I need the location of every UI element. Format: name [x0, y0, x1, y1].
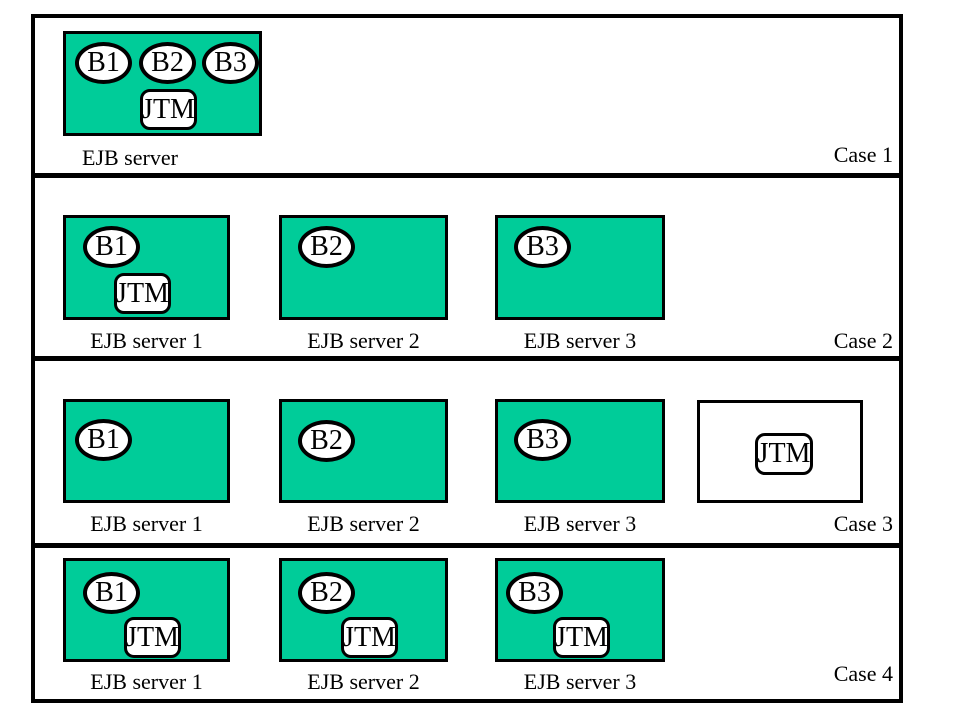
- case1-label: Case 1: [833, 142, 893, 167]
- case4-ejb-server1-box: B1 JTM: [63, 558, 230, 662]
- bean-b1-ellipse: B1: [83, 226, 140, 268]
- case3-server3-label: EJB server 3: [523, 511, 637, 536]
- case-divider-line: [31, 543, 903, 548]
- jtm-box: JTM: [114, 273, 171, 314]
- case2-ejb-server2-box: B2: [279, 215, 448, 320]
- case4-server1-label: EJB server 1: [90, 669, 203, 694]
- case1-server-label: EJB server: [82, 145, 178, 170]
- bean-b3-ellipse: B3: [514, 419, 571, 461]
- case3-ejb-server2-box: B2: [279, 399, 448, 503]
- case4-ejb-server2-box: B2 JTM: [279, 558, 448, 662]
- case4-label: Case 4: [833, 661, 893, 686]
- case3-ejb-server1-box: B1: [63, 399, 230, 503]
- case2-label: Case 2: [833, 328, 893, 353]
- case4-ejb-server3-box: B3 JTM: [495, 558, 665, 662]
- case2-server1-label: EJB server 1: [90, 328, 203, 353]
- bean-b2-ellipse: B2: [298, 572, 355, 614]
- jtm-box: JTM: [124, 617, 181, 658]
- bean-b2-ellipse: B2: [298, 420, 355, 462]
- case3-jtm-host-box: JTM: [697, 400, 863, 503]
- case1-ejb-server-box: B1 B2 B3 JTM: [63, 31, 262, 136]
- bean-b3-ellipse: B3: [514, 226, 571, 268]
- bean-b3-ellipse: B3: [506, 572, 563, 614]
- case2-ejb-server1-box: B1 JTM: [63, 215, 230, 320]
- case4-server3-label: EJB server 3: [523, 669, 637, 694]
- case3-server1-label: EJB server 1: [90, 511, 203, 536]
- jtm-box: JTM: [341, 617, 398, 658]
- jtm-box: JTM: [140, 89, 197, 130]
- case2-ejb-server3-box: B3: [495, 215, 665, 320]
- case4-server2-label: EJB server 2: [307, 669, 420, 694]
- case2-server2-label: EJB server 2: [307, 328, 420, 353]
- case-divider-line: [31, 173, 903, 178]
- bean-b3-ellipse: B3: [202, 42, 259, 84]
- bean-b1-ellipse: B1: [83, 572, 140, 614]
- case3-label: Case 3: [833, 511, 893, 536]
- case-divider-line: [31, 356, 903, 361]
- jtm-box: JTM: [553, 617, 610, 658]
- case3-server2-label: EJB server 2: [307, 511, 420, 536]
- bean-b2-ellipse: B2: [139, 42, 196, 84]
- bean-b1-ellipse: B1: [75, 419, 132, 461]
- bean-b1-ellipse: B1: [75, 42, 132, 84]
- case3-ejb-server3-box: B3: [495, 399, 665, 503]
- bean-b2-ellipse: B2: [298, 226, 355, 268]
- case2-server3-label: EJB server 3: [523, 328, 637, 353]
- jtm-box: JTM: [755, 433, 813, 475]
